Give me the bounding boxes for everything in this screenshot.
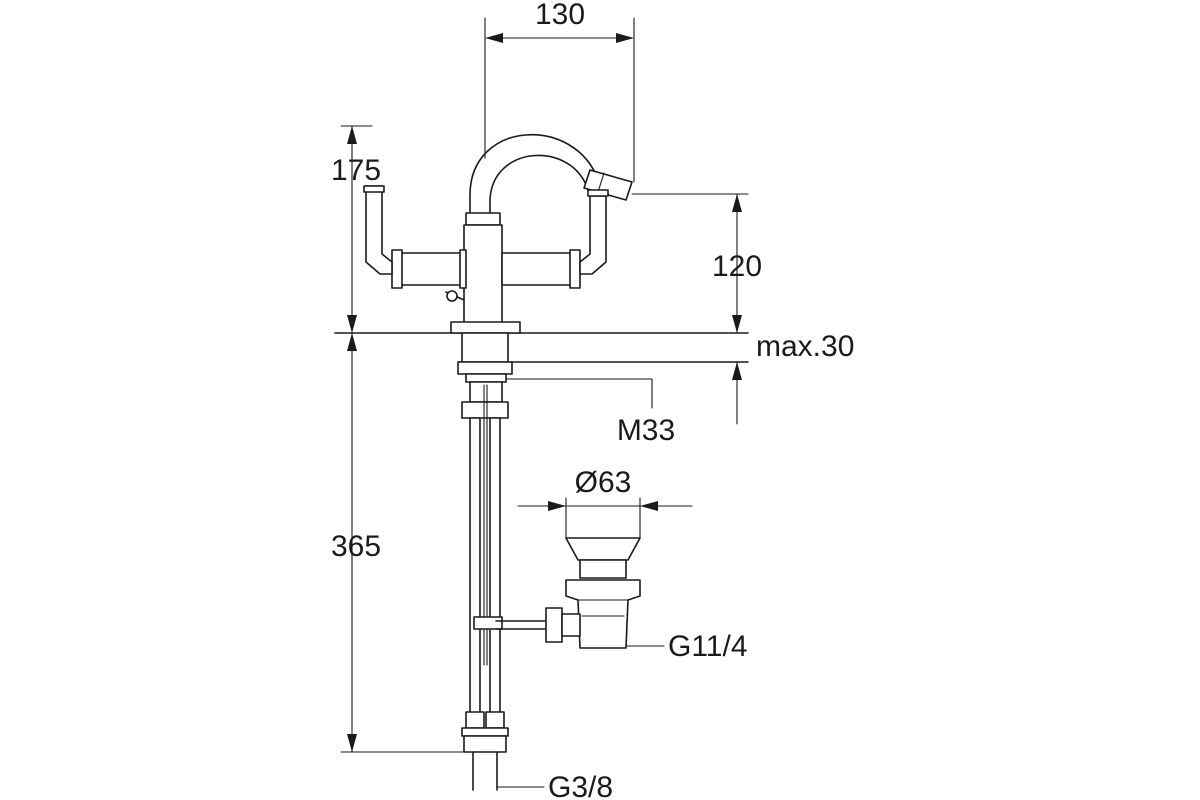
countertop-lines <box>334 332 749 363</box>
mounting-assembly <box>457 332 513 791</box>
supply-thread-label: G3/8 <box>548 771 613 800</box>
dimension-total-height <box>340 332 465 753</box>
dimension-max-thickness <box>732 361 742 425</box>
leader-thread-mount <box>505 378 653 409</box>
handle-height-label: 175 <box>331 154 381 187</box>
dimension-spout-reach <box>484 17 635 183</box>
total-height-label: 365 <box>331 530 381 563</box>
max-thickness-label: max.30 <box>756 330 854 363</box>
spout-reach-label: 130 <box>535 0 585 31</box>
drain-diameter-label: Ø63 <box>575 466 632 499</box>
thread-mount-label: M33 <box>617 414 675 447</box>
drain-assembly <box>495 537 641 649</box>
spout-height-label: 120 <box>712 250 762 283</box>
dimension-drain-diameter <box>517 497 693 539</box>
dimension-handle-height <box>340 125 373 334</box>
faucet-body <box>363 134 633 334</box>
dimension-spout-height <box>631 193 749 334</box>
drain-thread-label: G11/4 <box>668 630 748 663</box>
